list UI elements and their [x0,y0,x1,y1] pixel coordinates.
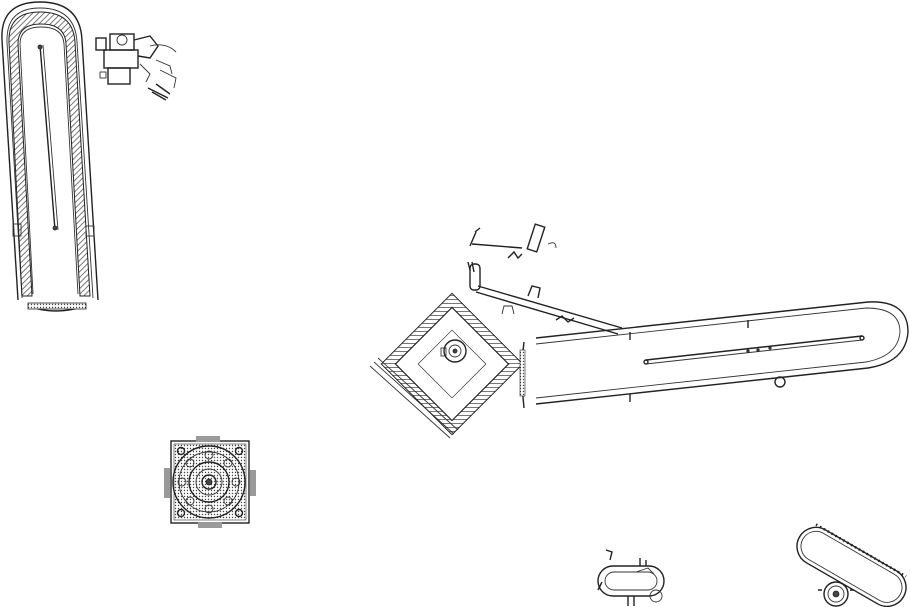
circus-plan-large [1,1,99,312]
mausoleum-plan [164,436,256,528]
road-lines [369,357,459,439]
square-enclosure-plan [380,292,524,436]
small-circus-rotunda-plan [796,523,907,607]
palace-complex-plan [95,33,177,101]
circus-plan-long [519,301,909,409]
enclosure-rotunda [440,339,467,363]
circus-seating [8,11,91,297]
circus-spina [39,44,56,231]
circus-outer-wall [1,1,99,301]
small-hippodrome-plan [597,549,665,606]
long-circus-outer-wall [535,301,909,405]
ruin-fragments [467,223,623,335]
long-circus-spina [645,335,863,361]
